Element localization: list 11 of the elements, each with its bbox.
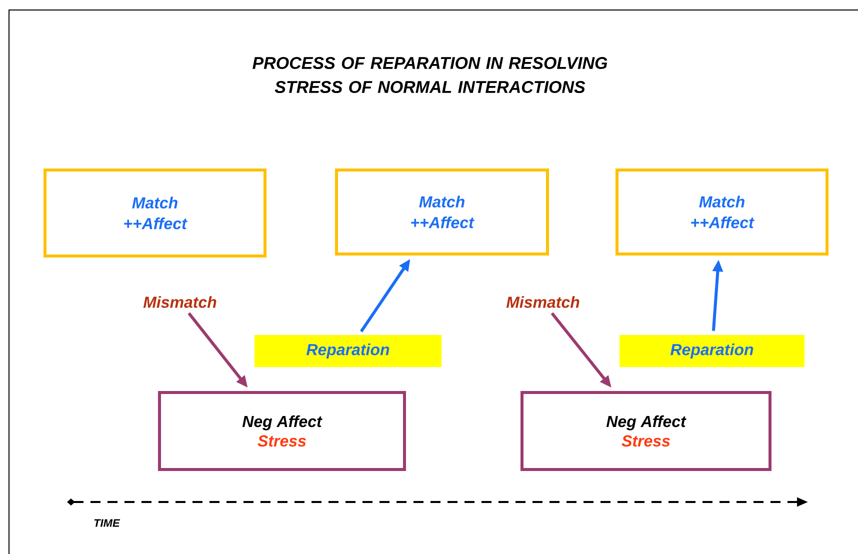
match-box: Match ++Affect: [44, 168, 266, 258]
title: PROCESS OF REPARATION IN RESOLVING STRESS OF NORMAL INTERACTIONS: [252, 56, 608, 94]
stress-box: Neg Affect Stress: [520, 391, 772, 471]
mismatch-label: Mismatch: [506, 296, 580, 308]
reparation-box: Reparation: [254, 335, 442, 367]
stress-box: Neg Affect Stress: [158, 391, 406, 471]
mismatch-label: Mismatch: [143, 296, 216, 308]
axis-label: TIME: [94, 519, 120, 527]
match-box: Match ++Affect: [335, 168, 549, 256]
reparation-box: Reparation: [620, 335, 804, 367]
match-box: Match ++Affect: [616, 168, 829, 256]
